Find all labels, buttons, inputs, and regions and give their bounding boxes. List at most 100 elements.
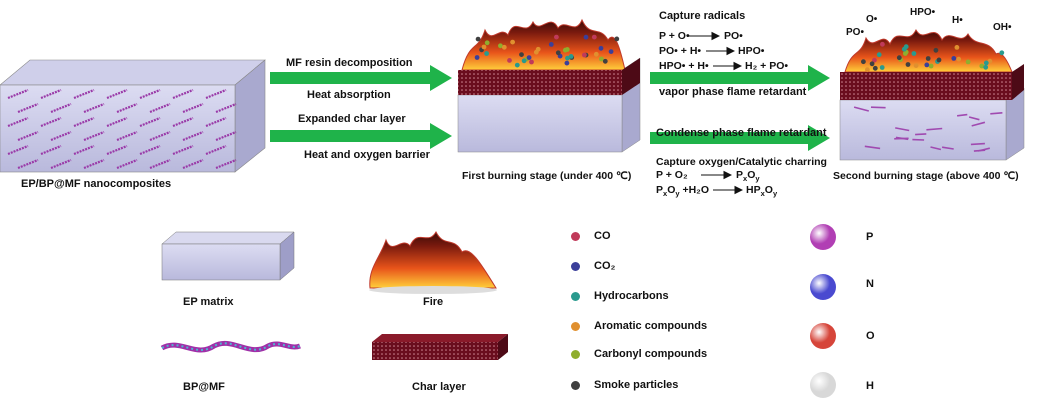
- bp-mf-rod: [83, 130, 105, 142]
- gas-label-h: H•: [952, 15, 963, 26]
- gas-label-o: O•: [866, 14, 878, 25]
- gas-particle: [983, 60, 989, 66]
- bp-mf-rod: [17, 102, 39, 114]
- legend-ep-matrix-box: [161, 231, 295, 281]
- bp-mf-rod: [7, 144, 29, 156]
- gas-particle: [911, 51, 917, 56]
- bp-fragment: [970, 142, 985, 146]
- gas-particle: [956, 56, 962, 62]
- bp-mf-rod: [7, 88, 29, 100]
- radical-eq2-rhs: HPO•: [738, 45, 765, 57]
- gas-particle: [526, 55, 532, 60]
- bp-mf-rod: [17, 158, 39, 170]
- bp-fragment: [968, 116, 980, 121]
- bp-mf-rod: [182, 158, 204, 170]
- legend-ball-p: [810, 224, 836, 250]
- stage2-particles: [861, 41, 1005, 73]
- radical-eq1-lhs: P + O•: [659, 30, 690, 42]
- gas-particle: [602, 58, 608, 64]
- stage1-particles: [474, 34, 620, 68]
- bp-mf-rod: [139, 144, 161, 156]
- legend-label-p: P: [866, 231, 874, 243]
- gas-particle: [591, 34, 597, 40]
- gas-particle: [951, 56, 957, 61]
- bp-mf-rods: [7, 88, 237, 170]
- gas-particle: [554, 34, 559, 40]
- bp-mf-rod: [172, 116, 194, 128]
- gas-particle: [924, 62, 930, 68]
- gas-particle: [533, 49, 539, 55]
- legend-dot-smoke: [571, 381, 580, 390]
- vapor-phase-label: vapor phase flame retardant: [659, 86, 807, 98]
- gas-particle: [936, 57, 942, 63]
- bp-mf-rod: [139, 116, 161, 128]
- bp-mf-rod: [50, 130, 72, 142]
- legend-dot-carbonyl: [571, 350, 580, 359]
- gas-particle: [608, 49, 614, 54]
- stage2-label: Second burning stage (above 400 ℃): [833, 170, 1019, 182]
- bp-fragment: [930, 146, 942, 151]
- gas-particle: [987, 58, 993, 64]
- composite-box: [0, 59, 266, 173]
- gas-particle: [548, 42, 554, 47]
- bp-mf-rod: [40, 88, 62, 100]
- oxy-eq2-lhs: PxOy +H₂O: [656, 184, 709, 199]
- gas-particle: [475, 36, 481, 42]
- gas-particle: [521, 58, 527, 64]
- bp-mf-rod: [116, 102, 138, 114]
- arrow1-bottom-label: Heat absorption: [307, 89, 391, 101]
- bp-fragment: [941, 146, 954, 150]
- legend-ball-h: [810, 372, 836, 398]
- bp-mf-rod: [215, 130, 237, 142]
- bp-mf-rod: [106, 144, 128, 156]
- gas-particle: [905, 62, 911, 67]
- green-arrows: [270, 65, 830, 151]
- legend-ball-o: [810, 323, 836, 349]
- legend-fire: [369, 230, 497, 294]
- bp-mf-rod: [106, 88, 128, 100]
- gas-particle: [519, 52, 524, 57]
- stage1-label: First burning stage (under 400 ℃): [462, 170, 632, 182]
- oxy-eq1-lhs: P + O₂: [656, 169, 688, 181]
- legend-label-carbonyl: Carbonyl compounds: [594, 348, 708, 360]
- gas-particle: [583, 34, 589, 40]
- bp-fragment: [957, 113, 968, 117]
- radical-eq3-rhs: H₂ + PO•: [745, 60, 789, 72]
- stage2-box: [839, 28, 1025, 161]
- gas-particle: [564, 60, 570, 66]
- bp-mf-rod: [139, 88, 161, 100]
- legend-label-n: N: [866, 278, 874, 290]
- bp-mf-rod: [73, 88, 95, 100]
- equation-arrows: [689, 31, 744, 195]
- gas-particle: [861, 59, 866, 65]
- gas-particle: [876, 52, 882, 58]
- bp-mf-rod: [172, 88, 194, 100]
- arrow2-top-label: Expanded char layer: [298, 113, 406, 125]
- gas-particle: [999, 50, 1005, 56]
- bp-mf-rod: [7, 116, 29, 128]
- bp-fragment: [853, 106, 870, 112]
- gas-particle: [965, 59, 971, 65]
- gas-particle: [501, 44, 507, 50]
- bp-fragment: [895, 136, 909, 141]
- condense-phase-label: Condense phase flame retardant: [656, 127, 827, 139]
- stage2-bp-fragments: [853, 106, 1003, 152]
- bp-mf-rod: [40, 116, 62, 128]
- gas-particle: [568, 54, 574, 59]
- gas-label-oh: OH•: [993, 22, 1012, 33]
- bp-mf-rod: [50, 102, 72, 114]
- bp-mf-rod: [215, 158, 237, 170]
- bp-mf-rod: [50, 158, 72, 170]
- legend-label-o: O: [866, 330, 875, 342]
- legend-bp-mf-label: BP@MF: [183, 381, 225, 393]
- gas-particle: [514, 62, 520, 68]
- radical-eq2-lhs: PO• + H•: [659, 45, 702, 57]
- bp-mf-rod: [205, 88, 227, 100]
- legend-label-smoke: Smoke particles: [594, 379, 679, 391]
- legend-char-layer-label: Char layer: [412, 381, 466, 393]
- stage1-box: [457, 18, 641, 153]
- legend-fire-label: Fire: [423, 296, 444, 308]
- bp-mf-rod: [182, 102, 204, 114]
- gas-particle: [484, 40, 490, 46]
